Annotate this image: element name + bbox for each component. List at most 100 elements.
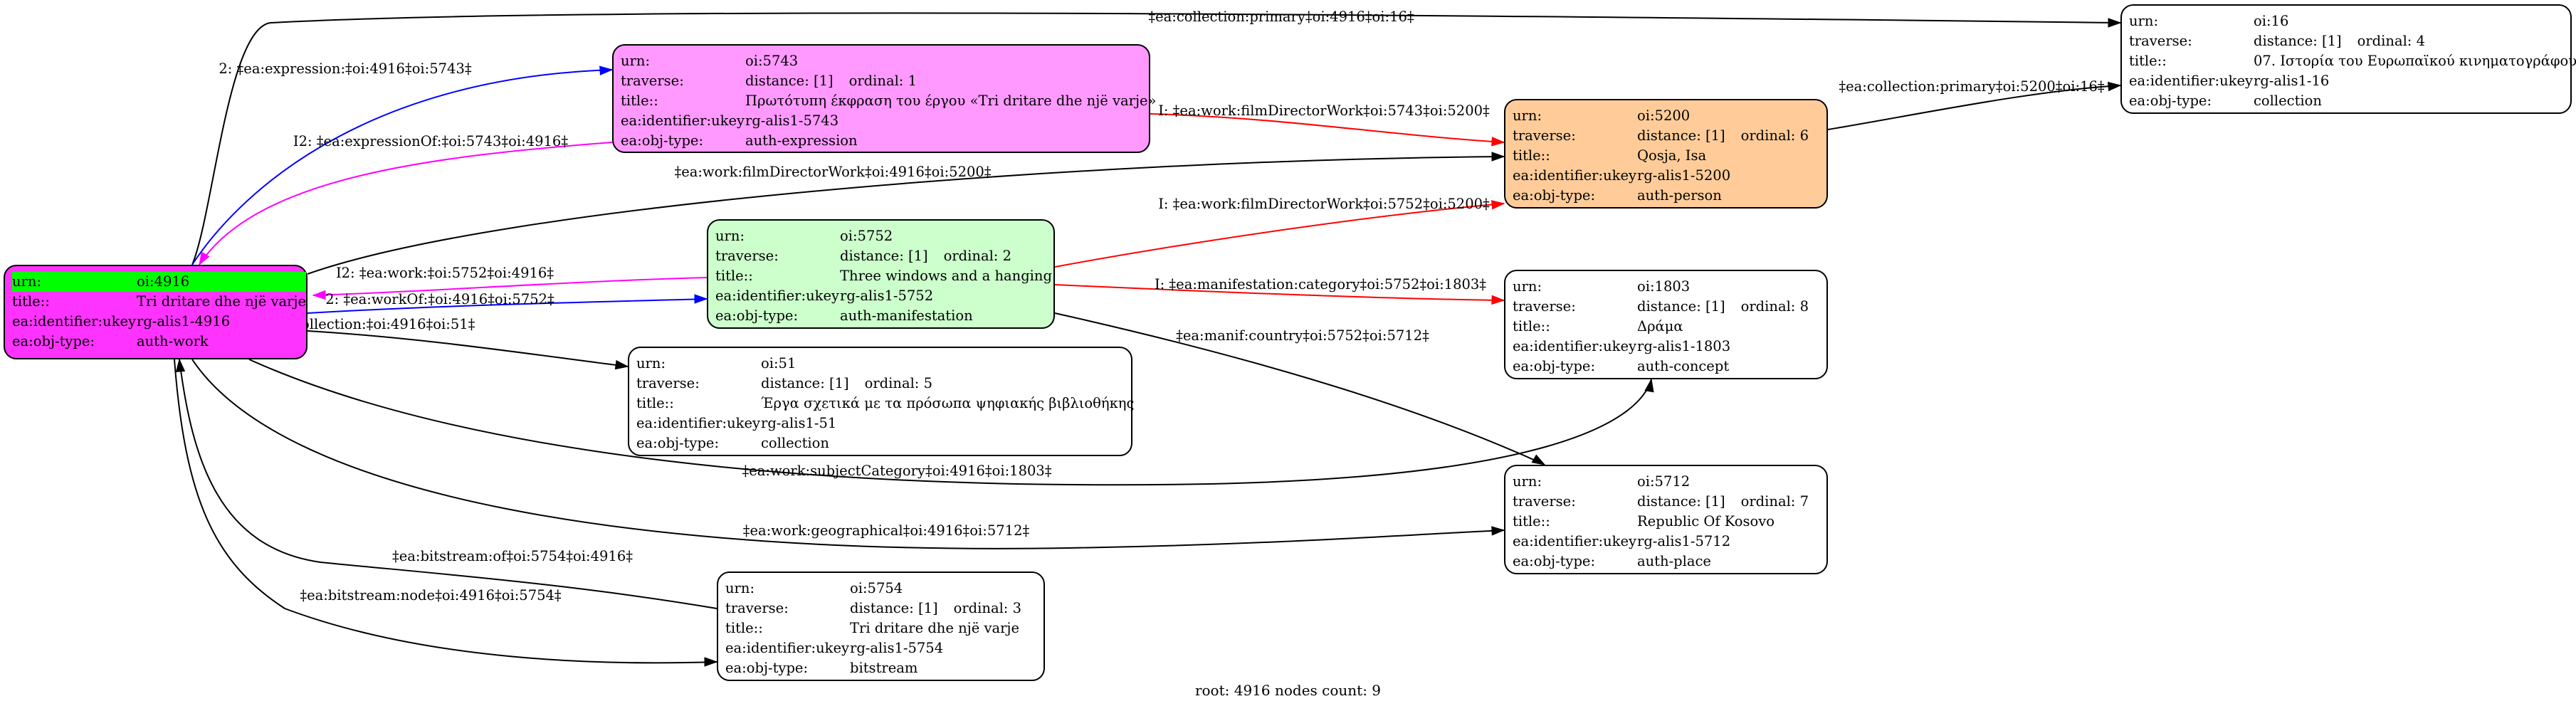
node-row: title::Tri dritare dhe një varje [12,292,306,312]
field-value: auth-concept [1637,358,1730,374]
edge-e-bitstream-node [174,359,717,664]
edge-e-filmdir-5743 [1150,113,1505,143]
field-value: oi:5754 [850,580,903,596]
field-value: oi:5200 [1637,107,1691,124]
field-key: ea:obj-type: [725,660,809,676]
field-key: ea:identifier:ukey [1513,167,1636,184]
field-value: Tri dritare dhe një varje [137,293,306,310]
field-key: traverse: [636,375,700,391]
node-row: traverse:distance: [1]ordinal: 7 [1513,492,1826,512]
field-value: rg-alis1-51 [761,415,837,431]
field-value: oi:4916 [137,273,190,290]
field-key: ea:obj-type: [636,435,720,451]
edge-label-e-collection-51: ‡ea:collection:‡oi:4916‡oi:51‡ [266,316,475,332]
field-value: oi:5743 [745,53,799,69]
edge-label-e-filmdir-5752: I: ‡ea:work:filmDirectorWork‡oi:5752‡oi:… [1158,196,1490,212]
node-row: urn: oi:16 [2129,11,2570,31]
node-row: ea:obj-type:collection [2129,91,2570,111]
field-key: title:: [636,395,674,411]
field-value: rg-alis1-16 [2254,73,2330,89]
node-row: urn:oi:4916 [12,272,306,292]
arrowhead-e-work [312,290,326,300]
field-value: Three windows and a hanging [840,268,1052,284]
node-row: ea:obj-type:auth-concept [1513,357,1826,376]
field-key: title:: [1513,318,1550,334]
field-value: Tri dritare dhe një varje [850,620,1019,636]
node-row: traverse:distance: [1]ordinal: 1 [621,71,1149,91]
field-key: ea:identifier:ukey [1513,533,1636,549]
field-key: ea:obj-type: [1513,553,1596,569]
field-value: distance: [1]ordinal: 3 [850,600,1021,616]
field-key: urn: [725,580,755,596]
node-oi-51[interactable]: urn: oi:51 traverse:distance: [1]ordinal: … [628,347,1134,456]
field-value: distance: [1]ordinal: 4 [2254,33,2425,49]
arrowhead-e-filmdir-5752 [1491,200,1505,210]
field-value: auth-person [1637,187,1722,204]
edge-e-filmdir-5752 [1054,203,1505,268]
arrowhead-e-manif-category [1491,295,1505,305]
arrowhead-e-coll-primary-5200 [2107,81,2122,92]
node-row: title::07. Ιστορία του Ευρωπαϊκού κινημα… [2129,51,2576,71]
field-value: collection [761,435,829,451]
field-key: urn: [715,228,745,244]
arrowhead-e-bitstream-node [704,657,718,667]
field-key: traverse: [1513,493,1576,510]
field-key: ea:obj-type: [715,307,799,324]
field-value: oi:51 [761,355,797,372]
edge-e-workOf [307,298,708,314]
field-value: Qosja, Isa [1637,147,1707,164]
field-key: ea:identifier:ukey [1513,338,1636,354]
field-value: collection [2254,93,2322,109]
field-key: ea:identifier:ukey [2129,73,2253,89]
edge-e-coll-primary-16 [191,12,2121,265]
edge-label-e-subjectCategory: ‡ea:work:subjectCategory‡oi:4916‡oi:1803… [742,463,1051,479]
field-key: ea:identifier:ukey [12,313,136,330]
edge-label-e-manif-country: ‡ea:manif:country‡oi:5752‡oi:5712‡ [1176,327,1429,344]
field-value: rg-alis1-5743 [745,112,839,129]
field-key: urn: [1513,278,1542,295]
node-row: traverse:distance: [1]ordinal: 5 [636,374,1131,394]
edge-label-e-expressionOf: I2: ‡ea:expressionOf:‡oi:5743‡oi:4916‡ [293,133,568,149]
field-value: Republic Of Kosovo [1637,513,1775,530]
edge-e-collection-51 [307,330,629,367]
node-row: ea:obj-type: auth-person [1513,186,1826,206]
arrowhead-e-manif-country [1531,454,1546,465]
field-key: ea:obj-type: [1513,187,1596,204]
field-value: oi:1803 [1637,278,1691,295]
field-key: title:: [621,93,658,109]
edge-e-geographical [191,359,1505,549]
node-oi-16[interactable]: urn: oi:16 traverse:distance: [1]ordinal: … [2120,4,2576,114]
node-row: title::Δράμα [1513,317,1826,337]
field-key: title:: [725,620,763,636]
field-value: distance: [1]ordinal: 2 [840,248,1011,264]
arrowhead-e-coll-primary-16 [2108,18,2122,28]
field-key: urn: [2129,13,2159,29]
arrowhead-e-geographical [1491,526,1505,536]
edge-label-e-filmdir-4916: ‡ea:work:filmDirectorWork‡oi:4916‡oi:520… [674,164,991,180]
field-key: traverse: [1513,127,1576,144]
node-row: traverse:distance: [1]ordinal: 4 [2129,31,2570,51]
node-row: urn: oi:51 [636,354,1131,374]
field-value: rg-alis1-4916 [137,313,231,330]
field-key: title:: [1513,147,1550,164]
field-key: urn: [636,355,666,372]
field-value: rg-alis1-5754 [850,640,944,656]
edge-e-filmdir-4916 [307,156,1505,275]
arrowhead-e-collection-51 [614,359,629,370]
edge-label-e-filmdir-5743: I: ‡ea:work:filmDirectorWork‡oi:5743‡oi:… [1158,102,1490,119]
node-row: title::Three windows and a hanging [715,266,1053,286]
node-row: urn: oi:5754 [725,579,1043,599]
field-value: oi:16 [2254,13,2289,29]
field-value: auth-expression [745,132,858,149]
